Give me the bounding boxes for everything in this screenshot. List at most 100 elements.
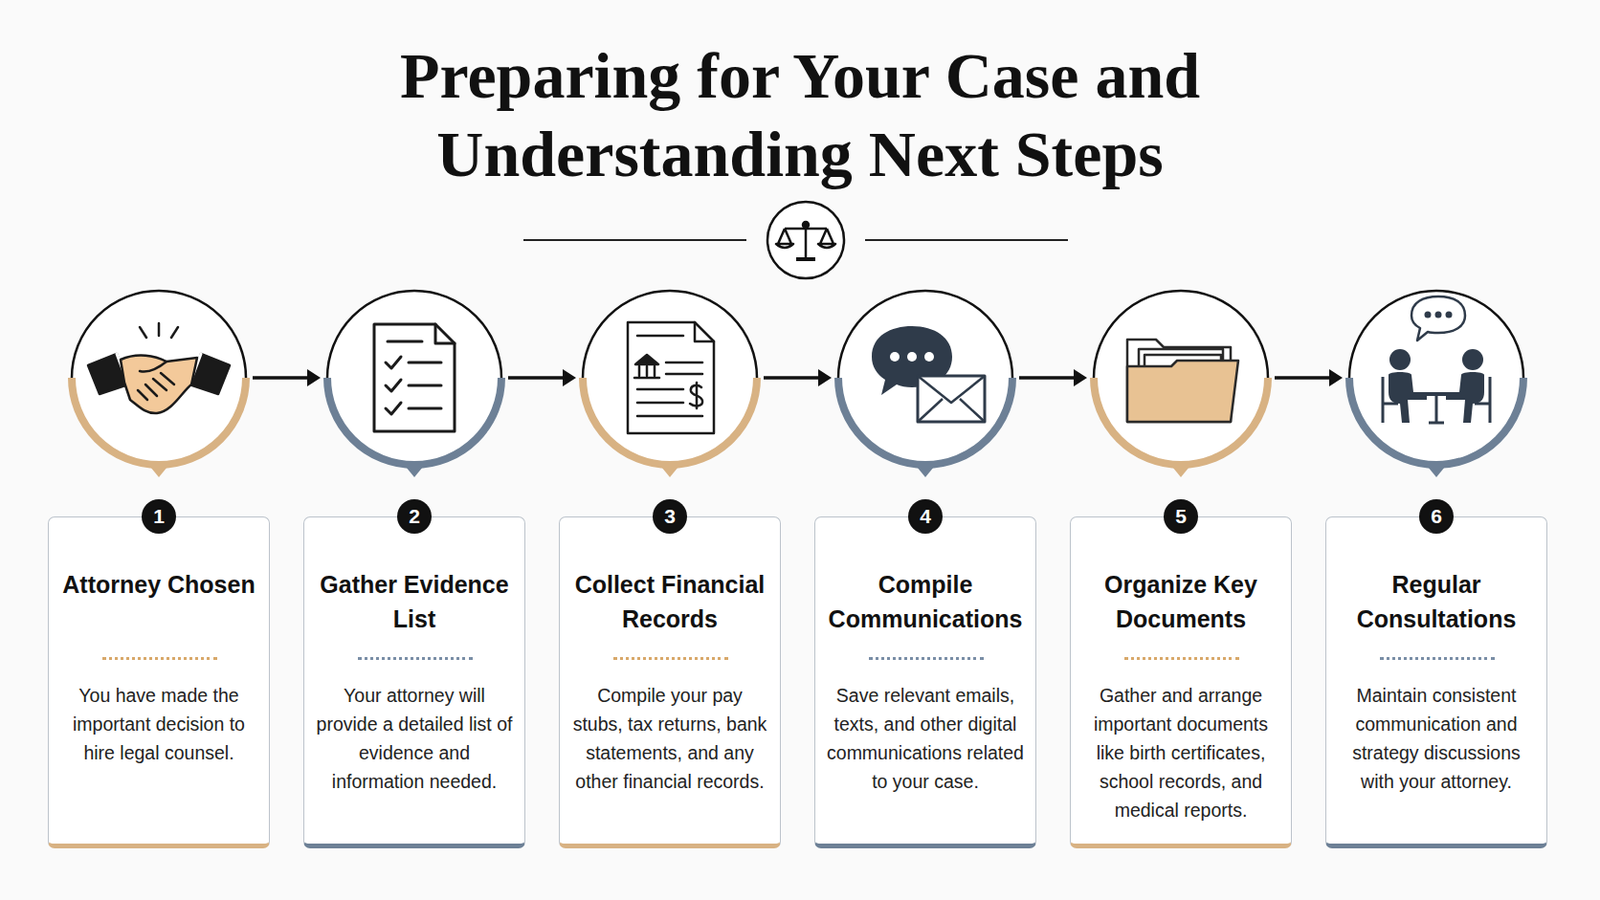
bank-statement-icon-part: [666, 373, 703, 377]
step-heading: Collect Financial Records: [565, 567, 775, 637]
consultation-icon-part: [1382, 377, 1399, 423]
message-icon-part: [889, 352, 900, 362]
consultation-icon: [1382, 296, 1490, 423]
title-divider: [523, 201, 1068, 279]
folder-icon-part: [1127, 360, 1239, 423]
consultation-icon-part: [1445, 372, 1485, 423]
arrow-head: [1073, 369, 1088, 387]
consultation-icon-part: [1462, 349, 1484, 371]
step-column: Collect Financial RecordsCompile your pa…: [576, 287, 764, 849]
bank-statement-icon-part: [689, 382, 703, 409]
handshake-icon-part: [139, 361, 167, 373]
scale-icon-part: [776, 228, 794, 248]
step-card: Collect Financial RecordsCompile your pa…: [558, 516, 781, 849]
bank-statement-icon-part: [638, 366, 642, 377]
step-circle-part: [71, 290, 246, 466]
step-circle-part: [1172, 466, 1190, 478]
flow-arrow: [1019, 369, 1088, 387]
consultation-icon-part: [1389, 349, 1411, 371]
title-divider-part: [523, 239, 747, 242]
step-number: 6: [1419, 499, 1454, 534]
step-circle-part: [327, 290, 502, 466]
step-card: Compile CommunicationsSave relevant emai…: [814, 516, 1037, 849]
checklist-icon-part: [408, 384, 442, 388]
consultation-icon-part: [1388, 372, 1427, 423]
step-card: Organize Key DocumentsGather and arrange…: [1069, 516, 1292, 849]
step-circle: [1093, 290, 1268, 478]
step-circle-part: [1349, 377, 1524, 466]
checklist-icon-part: [385, 402, 401, 415]
flow-arrow: [252, 369, 321, 387]
flow-arrow: [508, 369, 577, 387]
step-heading: Gather Evidence List: [310, 567, 519, 637]
step-circle: [71, 290, 246, 478]
message-icon-part: [917, 376, 985, 423]
bank-statement-icon-part: [666, 361, 703, 365]
step-circle-part: [1427, 466, 1445, 478]
step-column: Attorney ChosenYou have made the importa…: [65, 287, 253, 849]
scale-icon-part: [802, 222, 809, 228]
checklist-icon-part: [385, 356, 401, 369]
folder-icon: [1127, 339, 1239, 423]
step-column: Regular ConsultationsMaintain consistent…: [1342, 287, 1531, 849]
handshake-icon-part: [157, 323, 161, 336]
consultation-icon-part: [1424, 311, 1432, 319]
checklist-icon-part: [387, 340, 423, 344]
step-circle-part: [661, 466, 679, 478]
message-icon-part: [917, 376, 985, 423]
step-description: Compile your pay stubs, tax returns, ban…: [571, 681, 769, 797]
arrow-head: [1329, 369, 1343, 387]
step-circle: [327, 290, 502, 478]
checklist-icon-part: [408, 361, 442, 365]
dotted-divider: [357, 657, 473, 661]
bank-statement-icon-part: [645, 366, 649, 377]
consultation-icon-part: [1445, 311, 1453, 319]
scale-icon-part: [818, 228, 836, 248]
flow-arrow: [763, 369, 832, 387]
step-description: Maintain consistent communication and st…: [1337, 681, 1535, 797]
step-heading: Organize Key Documents: [1076, 567, 1286, 637]
handshake-icon: [88, 323, 230, 414]
arrow-line: [1019, 376, 1075, 380]
dotted-divider: [102, 657, 218, 661]
step-number: 4: [908, 499, 943, 534]
step-card: Regular ConsultationsMaintain consistent…: [1325, 516, 1548, 849]
title-divider-part: [865, 239, 1068, 242]
step-number: 2: [397, 499, 432, 534]
step-circle-part: [1093, 290, 1268, 466]
checklist-icon-part: [408, 407, 442, 411]
dotted-divider: [1124, 657, 1240, 661]
step-description: Save relevant emails, texts, and other d…: [826, 681, 1024, 797]
message-icon-part: [907, 352, 917, 362]
flow-arrow: [1274, 369, 1343, 387]
checklist-icon-part: [374, 324, 455, 432]
step-number: 1: [141, 499, 177, 534]
step-column: Compile CommunicationsSave relevant emai…: [831, 287, 1020, 849]
step-column: Gather Evidence ListYour attorney will p…: [320, 287, 509, 849]
checklist-icon-part: [435, 324, 455, 344]
checklist-icon: [374, 324, 455, 432]
step-number: 5: [1163, 499, 1199, 534]
step-circle-part: [405, 466, 423, 478]
bank-statement-icon-part: [637, 415, 703, 419]
title-divider-part: [767, 201, 845, 279]
step-description: Your attorney will provide a detailed li…: [315, 681, 513, 797]
consultation-icon-part: [1411, 296, 1466, 341]
bank-statement-icon: [627, 322, 714, 434]
dotted-divider: [613, 657, 729, 661]
checklist-icon-part: [385, 379, 401, 392]
arrow-line: [1274, 376, 1331, 380]
step-card: Gather Evidence ListYour attorney will p…: [303, 516, 526, 849]
step-circle-part: [838, 290, 1013, 466]
step-description: Gather and arrange important documents l…: [1082, 681, 1280, 825]
dotted-divider: [1379, 657, 1495, 661]
bank-statement-icon-part: [635, 355, 659, 365]
handshake-icon-part: [120, 355, 198, 415]
step-heading: Compile Communications: [821, 567, 1030, 637]
bank-statement-icon-part: [653, 366, 657, 377]
handshake-icon-part: [137, 373, 175, 400]
step-number: 3: [652, 499, 688, 534]
bank-statement-icon-part: [637, 388, 684, 392]
scale-icon: [776, 221, 836, 260]
